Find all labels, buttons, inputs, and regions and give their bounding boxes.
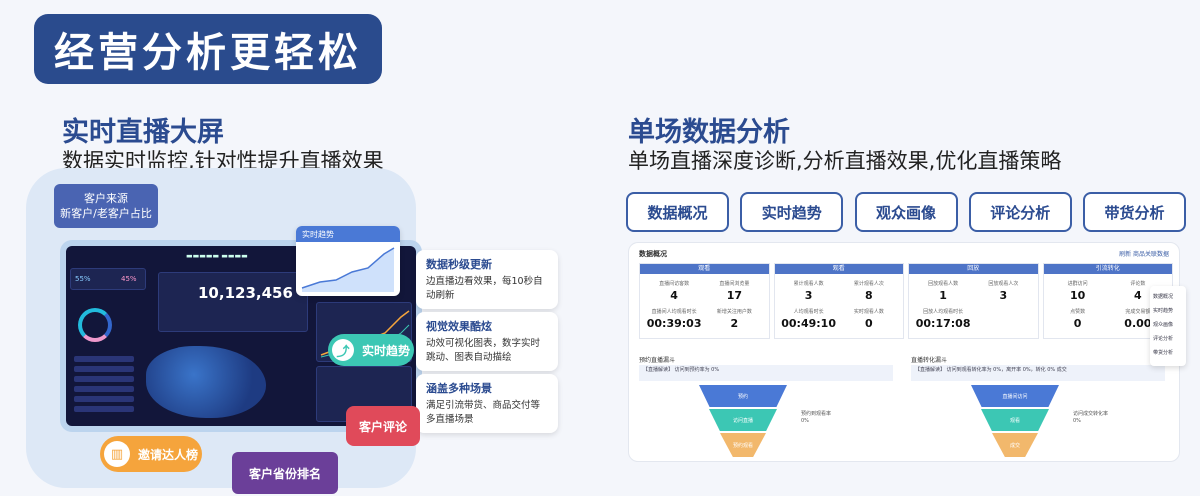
tab-data-overview[interactable]: 数据概况: [626, 192, 729, 232]
trend-card: 实时趋势: [296, 226, 400, 296]
list-row: [74, 376, 134, 382]
customer-source-tag-line2: 新客户/老客户占比: [60, 207, 152, 220]
tab-audience-profile[interactable]: 观众画像: [854, 192, 958, 232]
side-nav-menu: 数据概况 实时趋势 观众画像 评论分析 带货分析: [1150, 286, 1186, 366]
total-viewers-number: 10,123,456: [198, 284, 293, 302]
right-funnel-note: 【直播解读】 访问到观看转化率为 0%，离开率 0%，转化 0% 成交: [911, 365, 1165, 381]
trend-area-chart: [301, 247, 395, 292]
right-funnel-conversion: 访问成交转化率 0%: [1073, 411, 1109, 424]
new-customer-pct: 55%: [75, 275, 91, 283]
info-box-scenes: 涵盖多种场景 满足引流带货、商品交付等多直播场景: [416, 374, 558, 433]
bar-chart-icon: ▥: [103, 441, 130, 467]
info-desc: 边直播边看效果，每10秒自动刷新: [426, 276, 543, 301]
side-menu-item[interactable]: 评论分析: [1153, 336, 1174, 342]
info-desc: 动效可视化图表，数字实时跳动、图表自动描绘: [426, 338, 541, 363]
list-row: [74, 356, 134, 362]
funnel-stage: 预约: [699, 385, 787, 407]
info-title: 视觉效果酷炫: [426, 320, 492, 333]
invite-ranking-label: 邀请达人榜: [137, 447, 198, 462]
side-menu-item[interactable]: 带货分析: [1153, 350, 1174, 356]
total-card: [158, 272, 308, 332]
left-funnel-note: 【直播解读】 访问到预约率为 0%: [639, 365, 893, 381]
funnel-stage: 成交: [992, 433, 1038, 457]
province-ranking-pill: 客户省份排名: [232, 452, 338, 494]
kpi-column-head: 观看: [774, 264, 903, 274]
tab-comment-analysis[interactable]: 评论分析: [968, 192, 1072, 232]
kpi-column-head: 引流转化: [1043, 264, 1172, 274]
customer-source-tag: 客户来源 新客户/老客户占比: [54, 184, 158, 228]
list-row: [74, 396, 134, 402]
realtime-trend-label: 实时趋势: [361, 343, 410, 358]
china-map: [146, 346, 266, 418]
kpi-item: [973, 308, 1033, 330]
invite-ranking-pill: ▥ 邀请达人榜: [100, 436, 202, 472]
ratio-ring-chart: [78, 308, 112, 342]
funnel-stage: 观看: [981, 409, 1049, 431]
kpi-column-head: 回放: [909, 264, 1038, 274]
side-menu-item[interactable]: 实时趋势: [1153, 308, 1174, 314]
old-customer-pct: 45%: [121, 275, 137, 283]
banner-title: 经营分析更轻松: [34, 14, 382, 84]
realtime-trend-pill: ⤴ 实时趋势: [328, 334, 414, 366]
left-title: 实时直播大屏: [62, 117, 224, 148]
right-subtitle: 单场直播深度诊断,分析直播效果,优化直播策略: [628, 149, 1062, 173]
funnel-stage: 预约观看: [720, 433, 766, 457]
left-funnel-conversion: 预约到观看率 0%: [801, 411, 832, 424]
info-box-visual: 视觉效果酷炫 动效可视化图表，数字实时跳动、图表自动描绘: [416, 312, 558, 371]
analysis-tabs: 数据概况 实时趋势 观众画像 评论分析 带货分析: [626, 192, 1186, 232]
trend-card-title: 实时趋势: [296, 226, 400, 242]
side-menu-item[interactable]: 观众画像: [1153, 322, 1174, 328]
line-chart-icon: ⤴: [331, 339, 354, 361]
side-menu-item[interactable]: 数据概况: [1153, 294, 1174, 300]
funnel-stage: 直播间访问: [971, 385, 1059, 407]
tab-sales-analysis[interactable]: 带货分析: [1083, 192, 1186, 232]
customer-comment-pill: 客户评论: [346, 406, 420, 446]
right-funnel-label: 直播转化漏斗: [911, 357, 948, 364]
panel-title: 数据概况: [639, 250, 667, 258]
funnel-stage: 访问直播: [709, 409, 777, 431]
info-title: 涵盖多种场景: [426, 382, 492, 395]
screen-header: ▬▬▬▬▬ ▬▬▬▬: [186, 252, 248, 260]
tab-realtime-trend[interactable]: 实时趋势: [740, 192, 844, 232]
info-desc: 满足引流带货、商品交付等多直播场景: [426, 400, 541, 425]
info-box-realtime: 数据秒级更新 边直播边看效果，每10秒自动刷新: [416, 250, 558, 309]
list-row: [74, 386, 134, 392]
kpi-column-head: 观看: [640, 264, 769, 274]
source-card: 55% 45%: [70, 268, 146, 290]
list-row: [74, 366, 134, 372]
list-row: [74, 406, 134, 412]
left-funnel-label: 预约直播漏斗: [639, 357, 676, 364]
right-title: 单场数据分析: [628, 117, 790, 148]
panel-actions[interactable]: 刷新 商品关联数据: [1119, 251, 1169, 258]
info-title: 数据秒级更新: [426, 258, 492, 271]
customer-source-tag-line1: 客户来源: [84, 192, 128, 205]
